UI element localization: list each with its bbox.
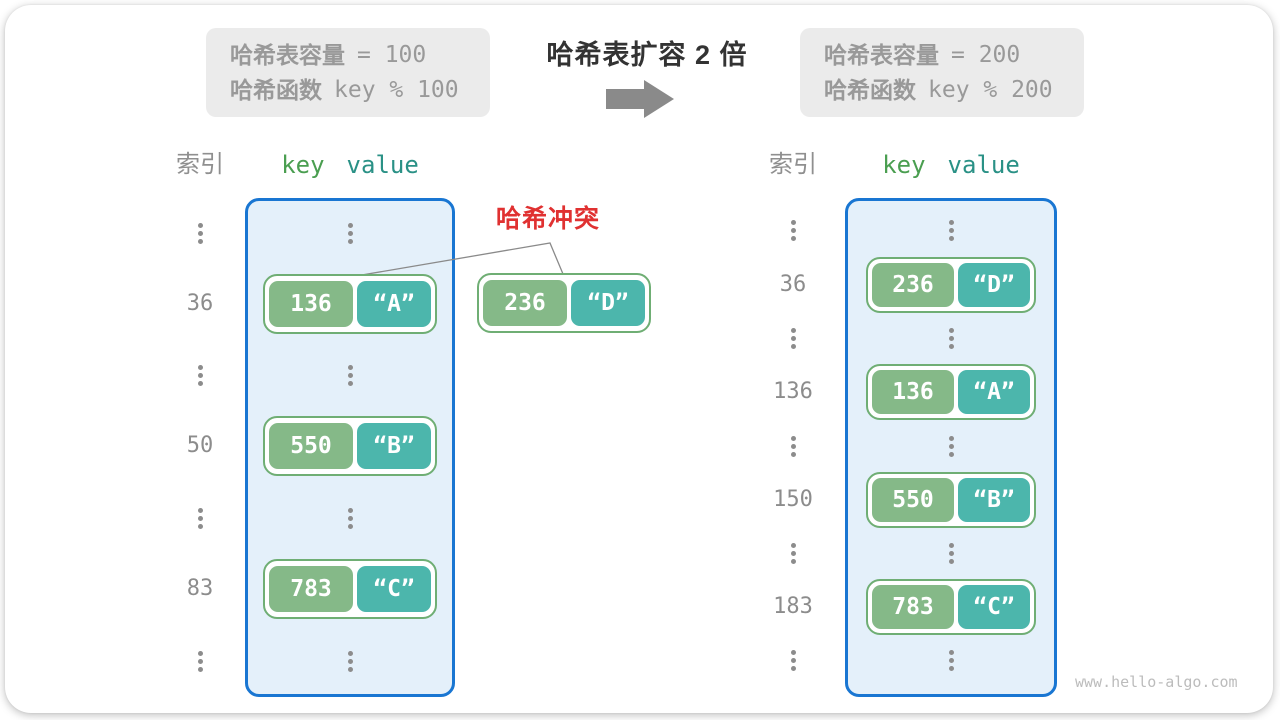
capacity-panel-old: 哈希表容量 = 100 哈希函数 key % 100 xyxy=(206,28,490,117)
hash-function-label: 哈希函数 xyxy=(824,77,916,103)
panel-line: 哈希函数 key % 100 xyxy=(230,73,490,108)
ellipsis-icon xyxy=(947,328,955,349)
ellipsis-icon xyxy=(346,365,354,386)
index-label: 83 xyxy=(186,576,214,601)
key-cell: 236 xyxy=(872,263,954,307)
ellipsis-icon xyxy=(196,365,204,386)
index-header-left: 索引 xyxy=(176,151,224,178)
index-label: 36 xyxy=(779,272,807,297)
key-header: key xyxy=(882,151,926,179)
capacity-panel-new: 哈希表容量 = 200 哈希函数 key % 200 xyxy=(800,28,1084,117)
watermark: www.hello-algo.com xyxy=(1075,673,1238,691)
capacity-value: = 100 xyxy=(357,42,427,68)
value-header: value xyxy=(947,151,1020,179)
capacity-label: 哈希表容量 xyxy=(230,42,345,68)
arrow-shaft xyxy=(606,89,644,109)
collision-kv-pair: 236 “D” xyxy=(477,273,651,333)
panel-line: 哈希函数 key % 200 xyxy=(824,73,1084,108)
diagram-card xyxy=(5,5,1273,713)
capacity-label: 哈希表容量 xyxy=(824,42,939,68)
value-cell: “A” xyxy=(357,281,431,327)
value-cell: “B” xyxy=(958,478,1030,522)
kv-pair: 236 “D” xyxy=(866,257,1036,313)
panel-line: 哈希表容量 = 200 xyxy=(824,38,1084,73)
kv-pair: 550 “B” xyxy=(866,472,1036,528)
ellipsis-icon xyxy=(346,508,354,529)
index-label: 50 xyxy=(186,433,214,458)
key-cell: 550 xyxy=(269,423,353,469)
kv-header-right: key value xyxy=(845,150,1057,180)
key-cell: 236 xyxy=(483,280,567,326)
kv-pair: 136 “A” xyxy=(263,274,437,334)
ellipsis-icon xyxy=(346,223,354,244)
index-header-right: 索引 xyxy=(769,151,817,178)
ellipsis-icon xyxy=(196,223,204,244)
key-cell: 136 xyxy=(872,370,954,414)
ellipsis-icon xyxy=(346,651,354,672)
key-cell: 783 xyxy=(269,566,353,612)
ellipsis-icon xyxy=(789,328,797,349)
value-cell: “C” xyxy=(958,585,1030,629)
hash-function-value: key % 200 xyxy=(928,77,1053,103)
collision-label: 哈希冲突 xyxy=(495,205,600,233)
ellipsis-icon xyxy=(947,650,955,671)
expand-title: 哈希表扩容 2 倍 xyxy=(546,40,748,70)
key-header: key xyxy=(281,151,325,179)
value-cell: “C” xyxy=(357,566,431,612)
value-header: value xyxy=(346,151,419,179)
capacity-value: = 200 xyxy=(951,42,1021,68)
arrow-head xyxy=(644,80,674,118)
ellipsis-icon xyxy=(789,436,797,457)
key-cell: 550 xyxy=(872,478,954,522)
hash-function-label: 哈希函数 xyxy=(230,77,322,103)
index-label: 136 xyxy=(773,379,813,404)
ellipsis-icon xyxy=(947,543,955,564)
kv-pair: 783 “C” xyxy=(866,579,1036,635)
right-arrow-icon xyxy=(606,80,674,118)
value-cell: “D” xyxy=(571,280,645,326)
value-cell: “D” xyxy=(958,263,1030,307)
index-label: 150 xyxy=(773,487,813,512)
index-label: 183 xyxy=(773,594,813,619)
index-label: 36 xyxy=(186,291,214,316)
hash-function-value: key % 100 xyxy=(334,77,459,103)
ellipsis-icon xyxy=(789,543,797,564)
ellipsis-icon xyxy=(947,220,955,241)
kv-pair: 550 “B” xyxy=(263,416,437,476)
panel-line: 哈希表容量 = 100 xyxy=(230,38,490,73)
ellipsis-icon xyxy=(196,508,204,529)
key-cell: 783 xyxy=(872,585,954,629)
value-cell: “B” xyxy=(357,423,431,469)
ellipsis-icon xyxy=(947,436,955,457)
value-cell: “A” xyxy=(958,370,1030,414)
key-cell: 136 xyxy=(269,281,353,327)
ellipsis-icon xyxy=(789,220,797,241)
kv-pair: 136 “A” xyxy=(866,364,1036,420)
kv-header-left: key value xyxy=(245,150,455,180)
kv-pair: 783 “C” xyxy=(263,559,437,619)
ellipsis-icon xyxy=(789,650,797,671)
ellipsis-icon xyxy=(196,651,204,672)
